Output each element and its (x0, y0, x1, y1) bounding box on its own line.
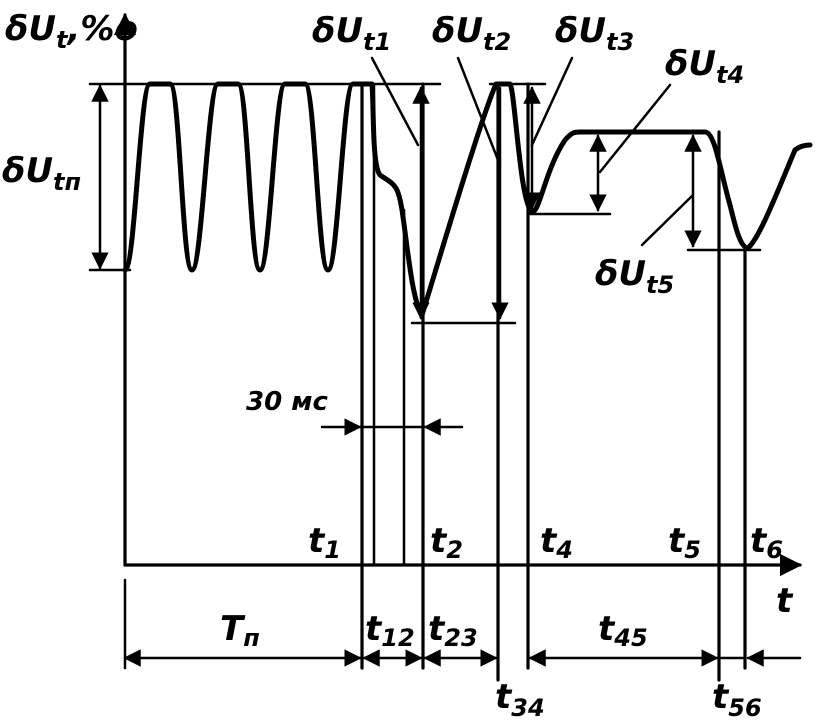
dU-t1-label: δUt1 (312, 11, 391, 56)
leader-t5 (640, 194, 694, 247)
x-axis-label: t (776, 581, 794, 621)
dU-t3-label: δUt3 (555, 11, 634, 56)
dU-t2-label: δUt2 (432, 11, 511, 56)
amplitude-label: δUtп (2, 151, 81, 196)
voltage-waveform (122, 81, 813, 318)
t34-label: t34 (495, 677, 545, 722)
t4-label: t4 (540, 521, 573, 564)
duration-label: 30 мс (246, 387, 328, 417)
leader-t1 (370, 56, 420, 147)
leader-t4 (598, 83, 672, 174)
dU-t5-label: δUt5 (595, 254, 674, 299)
leader-t3 (530, 56, 574, 147)
t6-label: t6 (750, 521, 783, 564)
t56-label: t56 (712, 677, 762, 722)
dU-t4-label: δUt4 (665, 44, 744, 89)
leader-t2 (456, 56, 502, 167)
y-axis-label: δUt,%o (5, 9, 138, 54)
t12-label: t12 (365, 609, 415, 652)
Tn-label: Tп (220, 609, 260, 652)
t1-label: t1 (308, 521, 341, 564)
t23-label: t23 (428, 609, 478, 652)
t45-label: t45 (598, 609, 648, 652)
t2-label: t2 (430, 521, 463, 564)
t5-label: t5 (668, 521, 701, 564)
